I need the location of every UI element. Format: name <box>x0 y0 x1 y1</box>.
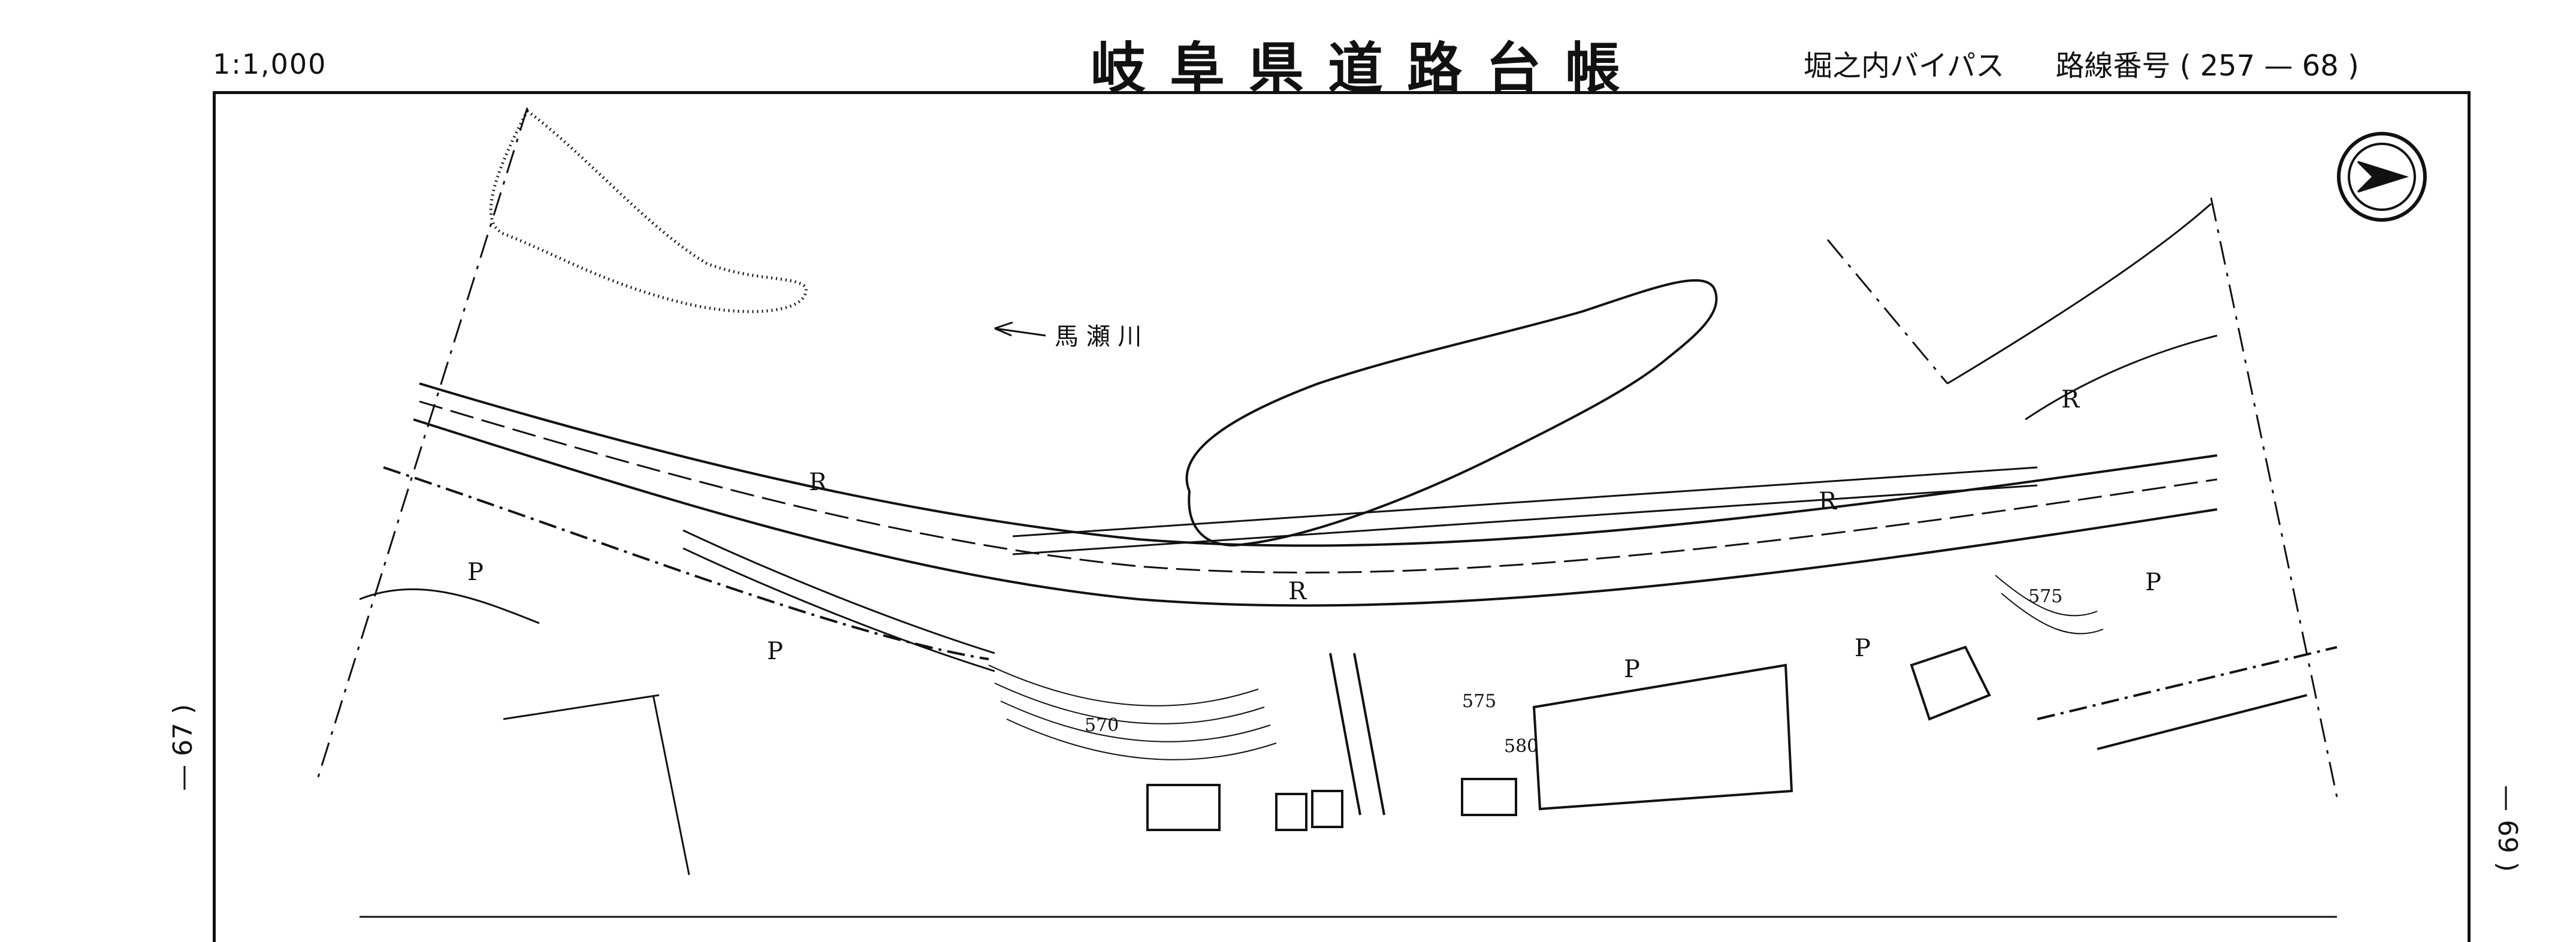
route-sheet: 68 <box>2302 49 2339 83</box>
road-mark-2: R <box>1288 578 1307 605</box>
buildings <box>1146 645 1991 831</box>
contour-label-2: 575 <box>1462 691 1496 712</box>
bank-revetment <box>682 466 2038 672</box>
river-label: 馬 瀬 川 <box>1055 323 1141 351</box>
route-dash: — <box>2264 49 2293 83</box>
road-mark-3: R <box>1819 488 1838 515</box>
parking-mark-4: P <box>1855 635 1871 662</box>
parking-mark-1: P <box>467 558 484 586</box>
route-number-label: 路線番号 <box>2055 49 2171 83</box>
route-name: 堀之内バイパス <box>1804 49 2005 83</box>
river-flow-arrow <box>994 321 1046 337</box>
page-title: 岐阜県道路台帳 <box>1091 37 1645 101</box>
sandbar-west <box>489 108 808 313</box>
map-frame <box>213 91 2471 942</box>
route-number-open: ( <box>2179 49 2191 83</box>
east-bank <box>1826 197 2338 798</box>
route-info: 堀之内バイパス 路線番号 ( 257 — 68 ) <box>1804 42 2359 84</box>
culvert <box>1329 653 1385 816</box>
island <box>1185 279 1718 547</box>
parking-mark-3: P <box>1624 656 1640 683</box>
contour-lines <box>988 575 2104 760</box>
west-boundaries <box>316 107 690 875</box>
route-number: 257 <box>2200 49 2255 83</box>
contour-label-3: 575 <box>2028 586 2062 607</box>
map-scale: 1:1,000 <box>213 48 327 80</box>
road-mark-1: R <box>809 469 828 496</box>
road-mark-4: R <box>2061 386 2080 413</box>
parking-mark-2: P <box>767 638 783 665</box>
route-number-close: ) <box>2348 49 2359 83</box>
contour-label-1: 570 <box>1085 715 1119 736</box>
road-edges <box>383 382 2338 750</box>
parking-mark-5: P <box>2145 569 2161 596</box>
contour-label-4: 580 <box>1504 736 1538 757</box>
north-arrow-icon <box>2337 132 2427 222</box>
